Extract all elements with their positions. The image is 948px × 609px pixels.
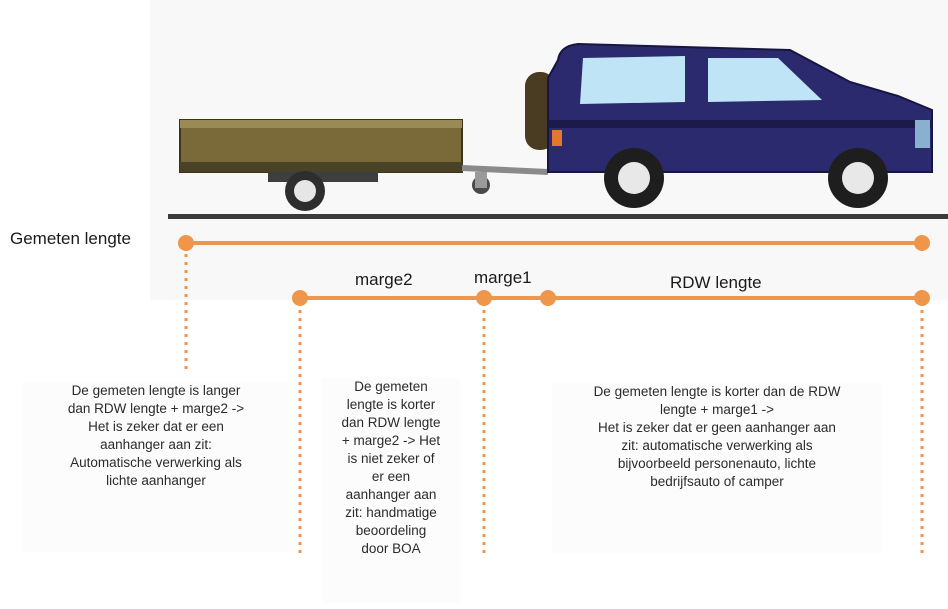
gemeten-lengte-start-marker xyxy=(178,235,194,251)
rdw-lengte-end-marker xyxy=(914,290,930,306)
marge1-label: marge1 xyxy=(474,268,532,287)
marge1-end-marker xyxy=(540,290,556,306)
road-line xyxy=(168,214,948,219)
gemeten-lengte-label: Gemeten lengte xyxy=(10,229,131,248)
marge2-end-marker xyxy=(476,290,492,306)
explanation-longer-than-margin2: De gemeten lengte is langer dan RDW leng… xyxy=(22,382,290,552)
rdw-lengte-label: RDW lengte xyxy=(670,273,762,292)
explanation-uncertain-range: De gemeten lengte is korter dan RDW leng… xyxy=(322,378,460,603)
explanation-shorter-than-margin1: De gemeten lengte is korter dan de RDW l… xyxy=(552,383,882,553)
gemeten-lengte-end-marker xyxy=(914,235,930,251)
car-illustration xyxy=(525,42,933,208)
marge2-label: marge2 xyxy=(355,270,413,289)
marge2-start-marker xyxy=(292,290,308,306)
trailer-illustration xyxy=(179,119,549,211)
